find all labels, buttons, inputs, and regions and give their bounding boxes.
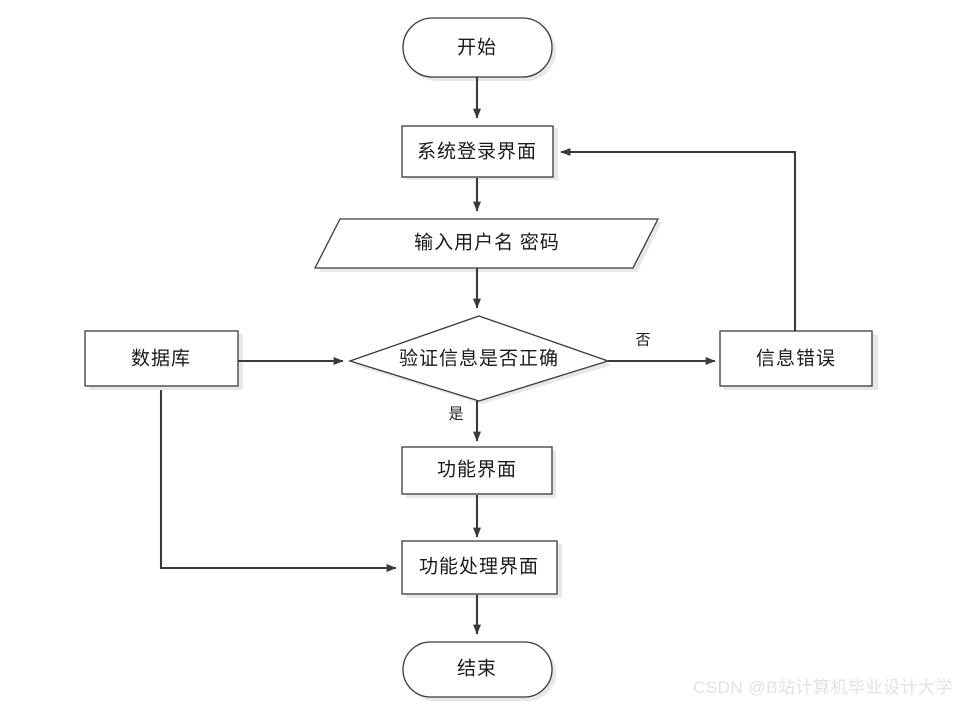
edge-database-process bbox=[159, 390, 397, 572]
node-input-label: 输入用户名 密码 bbox=[414, 231, 560, 253]
node-verify[interactable]: 验证信息是否正确 bbox=[347, 315, 611, 402]
watermark-text: CSDN @B站计算机毕业设计大学 bbox=[693, 678, 953, 697]
edge-error-login bbox=[560, 148, 797, 333]
node-end-label: 结束 bbox=[457, 657, 497, 679]
node-error-label: 信息错误 bbox=[756, 347, 836, 369]
node-start[interactable]: 开始 bbox=[402, 17, 553, 78]
node-function[interactable]: 功能界面 bbox=[401, 446, 553, 495]
node-function-label: 功能界面 bbox=[437, 458, 517, 480]
edge-label-no: 否 bbox=[635, 332, 650, 348]
node-database[interactable]: 数据库 bbox=[84, 330, 239, 387]
node-input[interactable]: 输入用户名 密码 bbox=[313, 218, 660, 269]
node-verify-label: 验证信息是否正确 bbox=[399, 347, 559, 369]
node-database-label: 数据库 bbox=[131, 347, 191, 369]
node-login-label: 系统登录界面 bbox=[417, 140, 537, 162]
node-start-label: 开始 bbox=[457, 36, 497, 58]
node-end[interactable]: 结束 bbox=[402, 641, 553, 698]
edge-label-yes: 是 bbox=[448, 406, 463, 422]
connectors bbox=[159, 77, 797, 635]
node-process[interactable]: 功能处理界面 bbox=[401, 540, 558, 595]
node-error[interactable]: 信息错误 bbox=[719, 330, 873, 387]
node-login[interactable]: 系统登录界面 bbox=[401, 125, 554, 178]
node-process-label: 功能处理界面 bbox=[419, 555, 539, 577]
